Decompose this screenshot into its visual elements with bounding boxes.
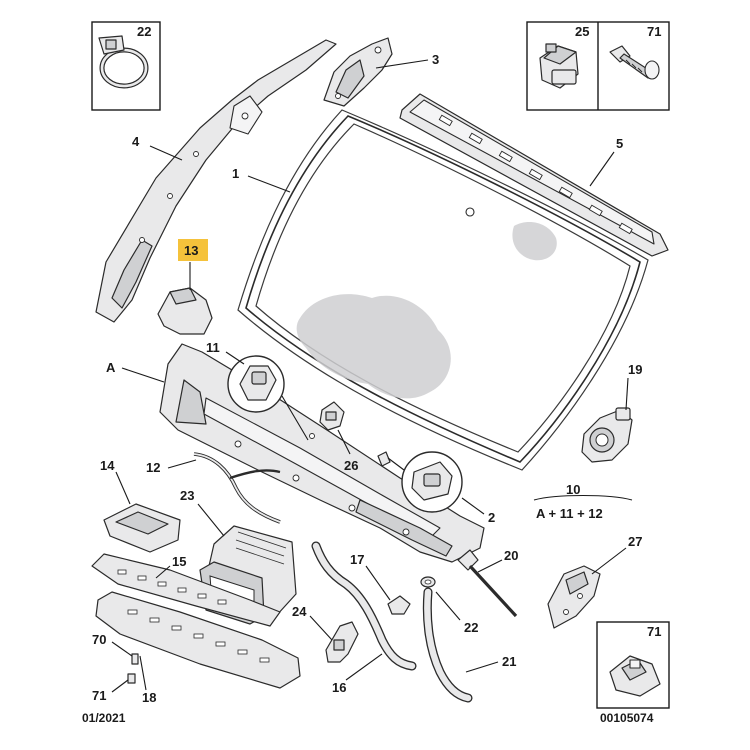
callout-A: A: [106, 360, 116, 375]
pillar-trim-4: [95, 39, 337, 323]
hose-clamp-22-icon: [98, 35, 149, 89]
bracket-24: [325, 621, 359, 663]
rod-20: [457, 549, 518, 618]
callout-12: 12: [146, 460, 160, 475]
callout-17: 17: [350, 552, 364, 567]
callout-1: 1: [232, 166, 239, 181]
inset-71-label: 71: [647, 24, 661, 39]
callout-5: 5: [616, 136, 623, 151]
callout-27: 27: [628, 534, 642, 549]
callout-14: 14: [100, 458, 115, 473]
inset-22-label: 22: [137, 24, 151, 39]
callout-16: 16: [332, 680, 346, 695]
callout-22: 22: [464, 620, 478, 635]
inset-25-label: 25: [575, 24, 589, 39]
fastener-71: [127, 673, 136, 684]
callout-15: 15: [172, 554, 186, 569]
inset-box-22: 22: [91, 21, 161, 111]
callout-18: 18: [142, 690, 156, 705]
callout-21: 21: [502, 654, 516, 669]
group-10-formula-text: A + 11 + 12: [536, 506, 603, 521]
callout-11: 11: [206, 340, 220, 355]
windscreen-glass-1: [237, 109, 649, 471]
clip-71-icon: [609, 655, 661, 697]
callout-20: 20: [504, 548, 518, 563]
callout-19: 19: [628, 362, 642, 377]
group-10-formula: 10 A + 11 + 12: [533, 482, 633, 521]
callout-4: 4: [132, 134, 140, 149]
hose-clamp-17: [387, 595, 411, 615]
callout-13: 13: [184, 243, 198, 258]
fastener-70: [131, 653, 139, 665]
connector-detail-2: [377, 451, 463, 513]
diagram-reference: 00105074: [600, 711, 654, 725]
grille-panel-15: [91, 553, 281, 627]
callout-70: 70: [92, 632, 106, 647]
callout-71: 71: [92, 688, 106, 703]
callout-13-highlight: [178, 239, 208, 261]
bracket-3: [323, 37, 393, 107]
roof-seal-strip-5: [399, 93, 669, 257]
callout-2: 2: [488, 510, 495, 525]
clip-26: [319, 401, 345, 431]
grommet-22: [420, 576, 436, 588]
cover-13: [157, 262, 213, 335]
group-10-number: 10: [566, 482, 580, 497]
camera-housing-19: [581, 407, 633, 463]
inset-box-25-71: 25 71: [526, 21, 670, 111]
drain-hose-16: [311, 541, 417, 671]
sensor-detail-11: [227, 355, 309, 441]
diagram-date: 01/2021: [82, 711, 126, 725]
inset-71-bottom-label: 71: [647, 624, 661, 639]
callout-24: 24: [292, 604, 307, 619]
wiring-harness-12: [193, 452, 281, 524]
washer-hose-21: [422, 587, 473, 703]
callout-23: 23: [180, 488, 194, 503]
callout-26: 26: [344, 458, 358, 473]
screw-71-icon: [609, 45, 660, 80]
clip-25-icon: [539, 43, 579, 89]
callout-3: 3: [432, 52, 439, 67]
filter-pad-14: [103, 503, 181, 553]
bracket-27: [547, 565, 601, 629]
inset-box-71: 71: [596, 621, 670, 709]
lower-cowl-18: [95, 591, 301, 689]
